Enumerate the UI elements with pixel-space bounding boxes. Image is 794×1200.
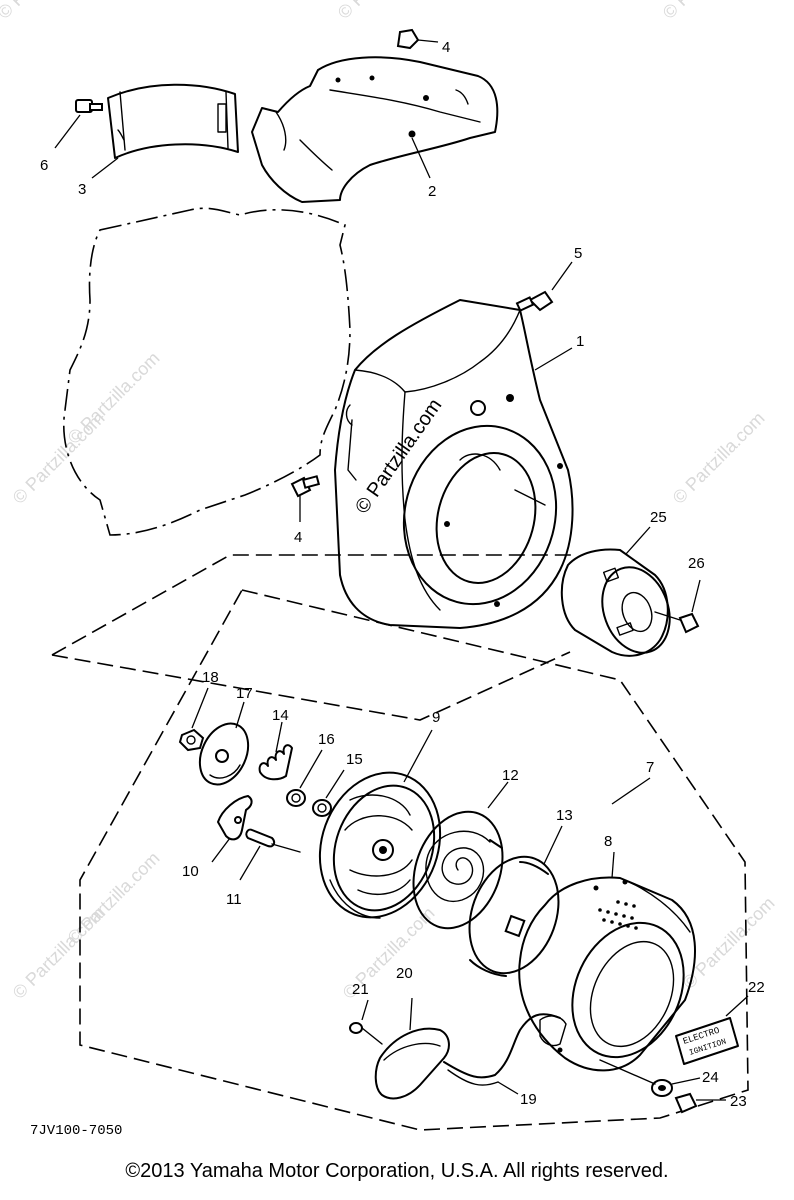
callout-15: 15 bbox=[346, 751, 363, 768]
watermark-main: © Partzilla.com bbox=[351, 395, 446, 518]
watermark-faint: © Partzilla.com bbox=[64, 348, 164, 448]
drawing-code: 7JV100-7050 bbox=[30, 1123, 122, 1139]
part-4-bolt-top bbox=[396, 28, 439, 50]
callout-24: 24 bbox=[702, 1069, 719, 1086]
callout-4-lower: 4 bbox=[294, 529, 302, 546]
callout-21: 21 bbox=[352, 981, 369, 998]
callout-12: 12 bbox=[502, 767, 519, 784]
part-9-reel bbox=[318, 729, 442, 919]
watermark-faint: © Partzilla.com bbox=[659, 0, 759, 23]
part-15-washer bbox=[312, 769, 345, 817]
callout-2: 2 bbox=[428, 183, 436, 200]
part-19-rope bbox=[443, 1013, 561, 1095]
callout-10: 10 bbox=[182, 863, 199, 880]
callout-18: 18 bbox=[202, 669, 219, 686]
watermark-faint: © Partzilla.com bbox=[0, 0, 94, 23]
callout-6: 6 bbox=[40, 157, 48, 174]
part-23-bolt bbox=[674, 1092, 726, 1114]
part-5-bolt bbox=[515, 261, 573, 312]
case-vent-dots bbox=[598, 900, 638, 930]
callout-22: 22 bbox=[748, 979, 765, 996]
callout-3: 3 bbox=[78, 181, 86, 198]
part-3-cover-plate bbox=[91, 83, 239, 179]
part-16-collar bbox=[286, 749, 323, 807]
part-20-handle bbox=[374, 997, 450, 1100]
part-1-fan-housing bbox=[334, 299, 574, 629]
callout-5: 5 bbox=[574, 245, 582, 262]
callout-9: 9 bbox=[432, 709, 440, 726]
engine-crankcase-outline bbox=[62, 207, 351, 536]
part-24-washer bbox=[599, 1059, 701, 1097]
part-18-nut bbox=[178, 687, 209, 752]
watermark-faint: © Partzilla.com bbox=[334, 0, 434, 23]
callout-26: 26 bbox=[688, 555, 705, 572]
callout-1: 1 bbox=[576, 333, 584, 350]
part-14-spring bbox=[258, 721, 293, 781]
part-17-washer-plate bbox=[198, 701, 250, 786]
part-6-bolt bbox=[54, 99, 103, 149]
callout-8: 8 bbox=[604, 833, 612, 850]
callout-13: 13 bbox=[556, 807, 573, 824]
part-25-starter-cup bbox=[560, 526, 671, 657]
part-26-bolt bbox=[654, 579, 701, 634]
watermark-faint: © Partzilla.com bbox=[64, 848, 164, 948]
part-13-plate bbox=[468, 825, 563, 977]
callout-14: 14 bbox=[272, 707, 289, 724]
part-21-screw bbox=[349, 999, 383, 1045]
part-4-bolt-lower bbox=[290, 475, 321, 522]
callout-4-top: 4 bbox=[442, 39, 450, 56]
part-7-starter-assembly-outline bbox=[51, 554, 749, 1131]
callout-16: 16 bbox=[318, 731, 335, 748]
callout-23: 23 bbox=[730, 1093, 747, 1110]
callout-19: 19 bbox=[520, 1091, 537, 1108]
callout-11: 11 bbox=[226, 891, 242, 908]
part-10-pawl bbox=[211, 795, 253, 863]
watermark-faint: © Partzilla.com bbox=[669, 408, 769, 508]
callout-labels: 1 2 3 4 4 5 6 7 8 9 10 11 12 13 14 15 16… bbox=[40, 39, 765, 1110]
copyright-notice: ©2013 Yamaha Motor Corporation, U.S.A. A… bbox=[125, 1160, 669, 1182]
callout-20: 20 bbox=[396, 965, 413, 982]
callout-25: 25 bbox=[650, 509, 667, 526]
part-22-decal: ELECTRO IGNITION bbox=[675, 995, 749, 1065]
callout-17: 17 bbox=[236, 685, 253, 702]
part-11-pin bbox=[239, 828, 301, 881]
part-2-top-shroud bbox=[251, 56, 499, 203]
part-8-starter-case bbox=[518, 851, 696, 1072]
part-12-spiral-spring bbox=[412, 781, 509, 930]
callout-7: 7 bbox=[646, 759, 654, 776]
